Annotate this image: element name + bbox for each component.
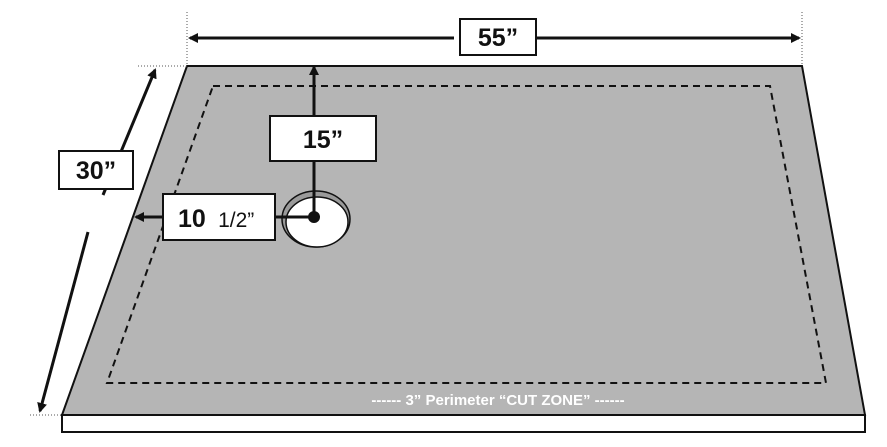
length-label: 30” bbox=[76, 157, 116, 185]
drain-from-side-label: 10 1/2” bbox=[178, 205, 254, 233]
width-dimension: 55” bbox=[186, 12, 803, 66]
drain-from-side-whole: 10 bbox=[178, 205, 206, 233]
drain-from-side-dimension: 10 1/2” bbox=[134, 193, 312, 241]
drain-from-back-label: 15” bbox=[303, 126, 343, 154]
drain-center-dot bbox=[308, 211, 320, 223]
pan-top-surface bbox=[60, 65, 867, 416]
length-label-box bbox=[58, 150, 134, 190]
cut-zone-caption: ------ 3” Perimeter “CUT ZONE” ------ bbox=[371, 392, 624, 409]
drain-from-side-label-box bbox=[162, 193, 276, 241]
width-label: 55” bbox=[478, 24, 518, 52]
drain-from-side-fraction: 1/2” bbox=[218, 209, 254, 232]
length-dimension: 30” bbox=[30, 65, 187, 416]
drain-from-back-label-box bbox=[269, 115, 377, 162]
drain-from-back-dimension: 15” bbox=[269, 65, 377, 212]
pan-front-edge bbox=[61, 414, 866, 433]
cut-zone-perimeter bbox=[105, 85, 828, 384]
width-label-box bbox=[459, 18, 537, 56]
drain bbox=[281, 190, 351, 248]
